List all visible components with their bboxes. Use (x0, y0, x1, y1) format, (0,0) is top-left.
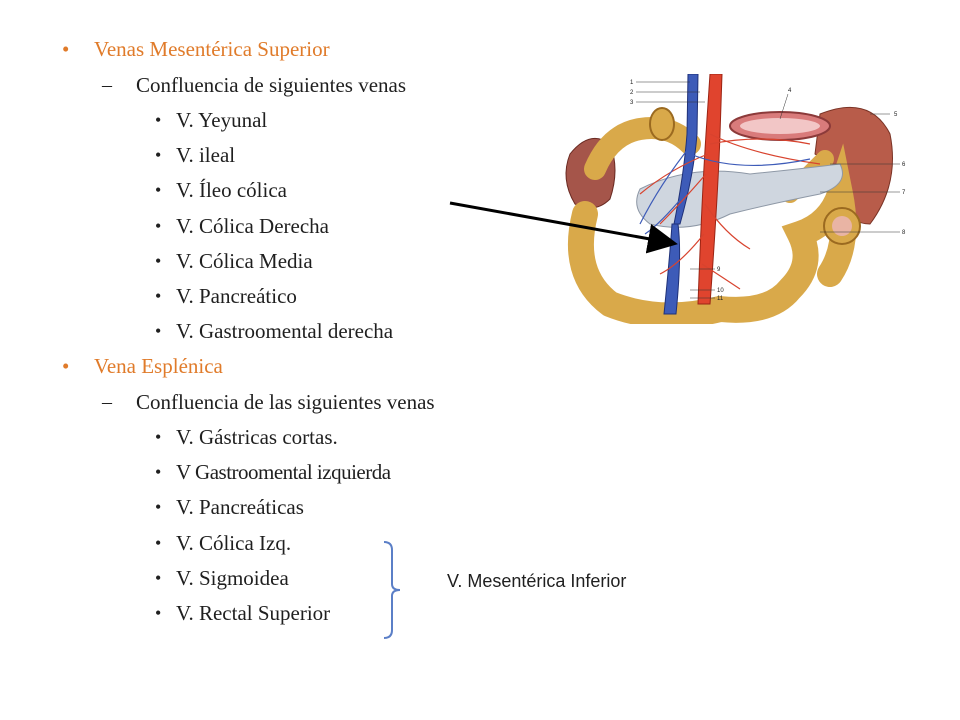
bullet-dot: • (155, 427, 162, 447)
list-item-text: V. Sigmoidea (176, 566, 289, 590)
list-item-text: V. Gástricas cortas. (176, 425, 338, 449)
figure-number: 11 (717, 296, 724, 302)
bullet-dot: • (155, 286, 162, 306)
curly-bracket (383, 541, 401, 639)
bullet-dot: • (155, 216, 162, 236)
list-item-text: V. Cólica Derecha (176, 214, 329, 238)
bullet-dot: • (155, 462, 162, 482)
list-item-text: V. Rectal Superior (176, 601, 331, 625)
list-item-text: V Gastroomental izquierda (176, 460, 391, 484)
bullet-dot: • (155, 321, 162, 341)
section-1-sub: Confluencia de siguientes venas (136, 73, 407, 97)
list-item-text: V. Pancreáticas (176, 495, 304, 519)
dash-marker: – (102, 74, 112, 96)
list-item-text: V. ileal (176, 143, 236, 167)
pointer-arrow (449, 201, 678, 254)
figure-number: 5 (894, 112, 898, 118)
figure-number: 10 (717, 288, 724, 294)
list-item-text: V. Cólica Izq. (176, 531, 292, 555)
bracket-label: V. Mesentérica Inferior (447, 571, 627, 591)
list-item-text: V. Gastroomental derecha (176, 319, 394, 343)
figure-number: 2 (630, 90, 634, 96)
bullet-dot: • (62, 354, 70, 378)
list-item-text: V. Íleo cólica (176, 178, 287, 202)
section-1-title: Venas Mesentérica Superior (94, 37, 330, 61)
bullet-dot: • (155, 603, 162, 623)
list-item-text: V. Cólica Media (176, 249, 313, 273)
dash-marker: – (102, 391, 112, 413)
bullet-dot: • (155, 568, 162, 588)
figure-number: 3 (630, 100, 634, 106)
bullet-dot: • (155, 533, 162, 553)
bullet-dot: • (155, 180, 162, 200)
figure-number: 6 (902, 162, 906, 168)
figure-number: 9 (717, 267, 721, 273)
bullet-dot: • (62, 37, 70, 61)
list-item-text: V. Pancreático (176, 284, 297, 308)
section-2-title: Vena Esplénica (94, 354, 223, 378)
bullet-dot: • (155, 110, 162, 130)
bullet-dot: • (155, 145, 162, 165)
bullet-dot: • (155, 497, 162, 517)
section-2-sub: Confluencia de las siguientes venas (136, 390, 435, 414)
figure-number: 7 (902, 190, 906, 196)
figure-number: 1 (630, 80, 634, 86)
list-item-text: V. Yeyunal (176, 108, 268, 132)
figure-number: 8 (902, 230, 906, 236)
figure-number: 4 (788, 88, 792, 94)
bullet-dot: • (155, 251, 162, 271)
